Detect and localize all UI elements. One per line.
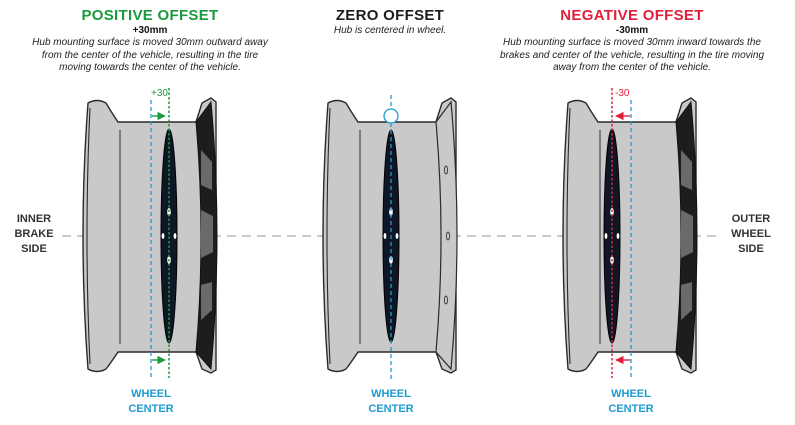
- negative-offset-description: Hub mounting surface is moved 30mm inwar…: [499, 37, 765, 73]
- wheel-zero: [322, 95, 458, 382]
- inner-brake-side-label: INNER BRAKE SIDE: [14, 213, 54, 255]
- wheel-center-label-positive: WHEEL CENTER: [128, 388, 174, 415]
- positive-offset-value: +30mm: [132, 25, 168, 36]
- wheel-center-label-negative: WHEEL CENTER: [608, 388, 654, 415]
- positive-offset-marker: +30: [151, 88, 168, 99]
- positive-offset-title: POSITIVE OFFSET: [81, 7, 219, 24]
- positive-offset-description: Hub mounting surface is moved 30mm outwa…: [32, 37, 268, 73]
- zero-offset-marker: [383, 108, 399, 124]
- zero-offset-description: Hub is centered in wheel.: [333, 25, 447, 36]
- negative-offset-title: NEGATIVE OFFSET: [560, 7, 704, 24]
- wheel-negative: -30: [562, 88, 698, 380]
- negative-offset-value: -30mm: [615, 25, 649, 36]
- negative-offset-marker: -30: [615, 88, 630, 99]
- wheel-center-label-zero: WHEEL CENTER: [368, 388, 414, 415]
- zero-offset-title: ZERO OFFSET: [335, 7, 445, 24]
- wheel-positive: +30: [82, 88, 218, 380]
- outer-wheel-side-label: OUTER WHEEL SIDE: [731, 213, 771, 255]
